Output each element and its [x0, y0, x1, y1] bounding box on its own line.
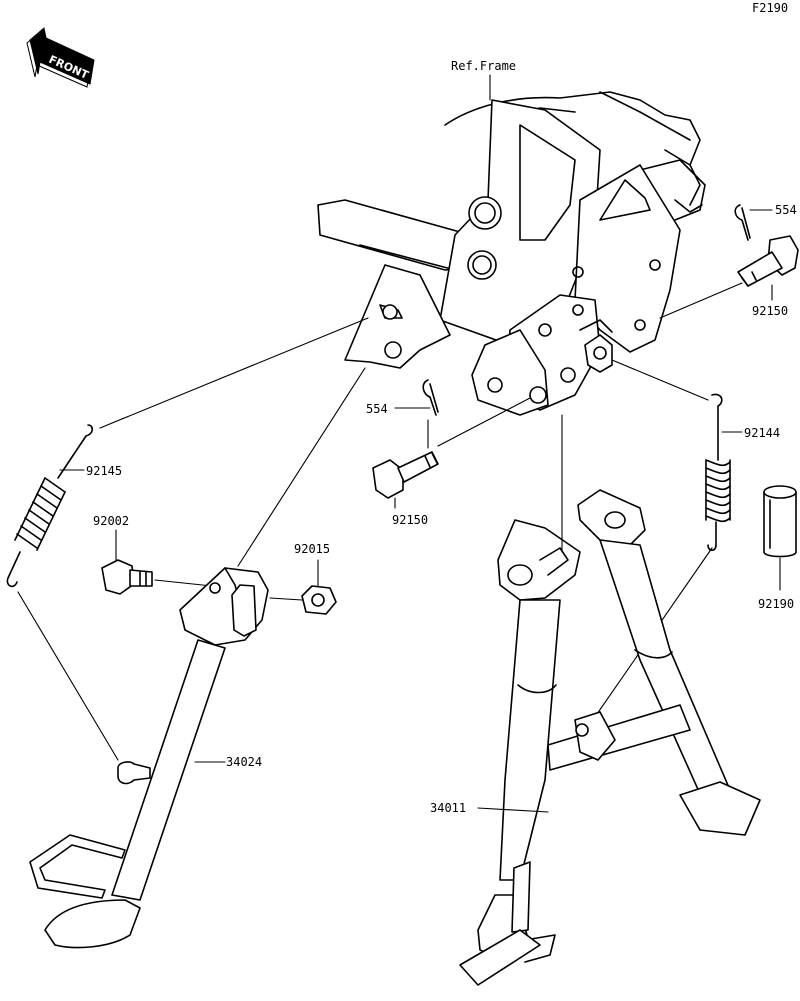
front-arrow-icon: FRONT	[26, 27, 95, 88]
part-92015: 92015	[294, 542, 330, 556]
cotter-pin-top	[734, 204, 751, 241]
leader-pin-mid	[437, 397, 531, 447]
part-92002: 92002	[93, 514, 129, 528]
spring-92145	[6, 424, 94, 588]
leader-bolt	[154, 579, 213, 587]
ref-frame-label: Ref.Frame	[451, 59, 516, 73]
pin-92150-top	[737, 235, 799, 287]
part-92144: 92144	[744, 426, 780, 440]
part-92190: 92190	[758, 597, 794, 611]
part-92150-top: 92150	[752, 304, 788, 318]
part-554-top: 554	[775, 203, 797, 217]
leader-92145-lower	[17, 591, 119, 761]
pin-92150-mid	[372, 451, 439, 499]
leader-92145-upper	[99, 317, 369, 429]
leader-34024-frame	[237, 367, 366, 567]
leader-nut	[269, 597, 303, 601]
figure-code: F2190	[752, 1, 788, 15]
part-554-mid: 554	[366, 402, 388, 416]
cotter-pin-mid	[422, 379, 439, 416]
part-34011: 34011	[430, 801, 466, 815]
spring-92144	[705, 393, 731, 552]
part-34024: 34024	[226, 755, 262, 769]
side-stand-34024	[29, 567, 269, 949]
collar-92190	[763, 485, 797, 558]
frame-bracket	[317, 91, 706, 416]
leader-34011	[477, 807, 549, 813]
nut-92015	[301, 585, 337, 615]
pin-stand-34024	[117, 761, 151, 785]
center-stand-34011	[459, 489, 761, 986]
bolt-92002	[101, 559, 153, 595]
leader-92144-upper	[611, 359, 709, 401]
leader-pin-top	[659, 282, 743, 319]
part-92150-mid: 92150	[392, 513, 428, 527]
part-92145: 92145	[86, 464, 122, 478]
